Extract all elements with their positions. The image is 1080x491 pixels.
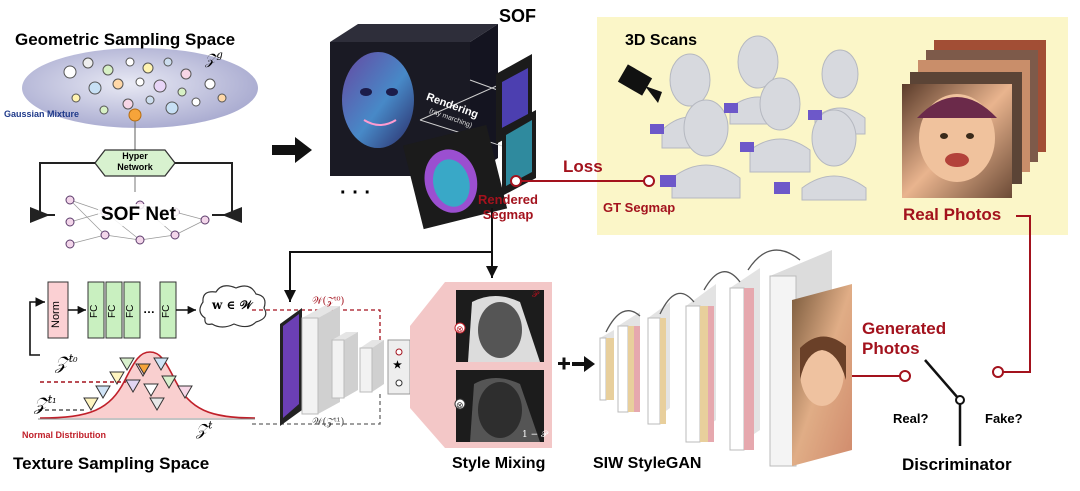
fc-ellipsis: … [143, 302, 155, 316]
w-zt1-label: 𝒲(𝒵ᵗ¹) [312, 417, 345, 428]
scans-label: 3D Scans [625, 32, 698, 49]
gt-segmap-thumbs [650, 103, 822, 194]
svg-text:⊗: ⊗ [456, 325, 464, 335]
ellipsis-label: · · · [340, 182, 372, 204]
gaussian-ellipse [22, 48, 258, 128]
mix-star: ★ [393, 360, 402, 371]
fc-label-3: FC [125, 304, 136, 318]
zt-label: 𝒵t [196, 420, 213, 439]
p-label: 𝒫 [532, 290, 539, 300]
real-question-label: Real? [893, 411, 929, 426]
normal-dist-label: Normal Distribution [22, 430, 107, 440]
siw-stylegan-title: SIW StyleGAN [593, 455, 702, 472]
fc-stack [87, 281, 177, 339]
fc-label-1: FC [89, 304, 100, 318]
real-photos-label: Real Photos [903, 205, 1002, 224]
w-in-w-label: w ∈ 𝒲 [212, 298, 253, 312]
zt0-label: 𝒵t₀ [55, 352, 78, 374]
fc-label-2: FC [107, 304, 118, 318]
one-minus-p-label: 1 − 𝒫 [522, 430, 548, 440]
camera-icon [617, 64, 662, 103]
w-cloud [199, 285, 267, 328]
loss-label: Loss [563, 157, 603, 176]
sof-label: SOF [499, 6, 537, 26]
gt-segmap-label: GT Segmap [603, 200, 676, 215]
sampled-point [128, 108, 142, 122]
fake-question-label: Fake? [985, 411, 1023, 426]
arrow-right-icon [272, 137, 312, 163]
texture-space-title: Texture Sampling Space [13, 454, 210, 473]
encoder-stack [280, 306, 384, 426]
sof-net-label: SOF Net [98, 204, 179, 226]
rendered-segmap-card [402, 124, 508, 230]
discriminator-title: Discriminator [902, 455, 1012, 474]
norm-label: Norm [50, 301, 62, 328]
generated-photo [792, 284, 852, 466]
gaussian-label: Gaussian Mixture [4, 109, 80, 119]
real-photos-stack [902, 40, 1046, 198]
svg-text:⊗: ⊗ [456, 401, 464, 411]
plus-icon [558, 357, 570, 370]
zg-symbol: 𝒵g [205, 50, 223, 68]
w-zt0-label: 𝒲(𝒵ᵗ⁰) [312, 296, 345, 307]
switch-icon [924, 359, 965, 446]
style-mixing-title: Style Mixing [452, 455, 546, 472]
render-views [496, 54, 536, 196]
skip-arcs [605, 249, 801, 333]
gaussian-circles [63, 57, 227, 115]
zt1-label: 𝒵t₁ [34, 393, 57, 415]
fc-label-4: FC [161, 304, 172, 318]
geo-space-title: Geometric Sampling Space [15, 30, 236, 49]
scan-busts [661, 35, 867, 201]
sample-triangles [83, 357, 193, 411]
